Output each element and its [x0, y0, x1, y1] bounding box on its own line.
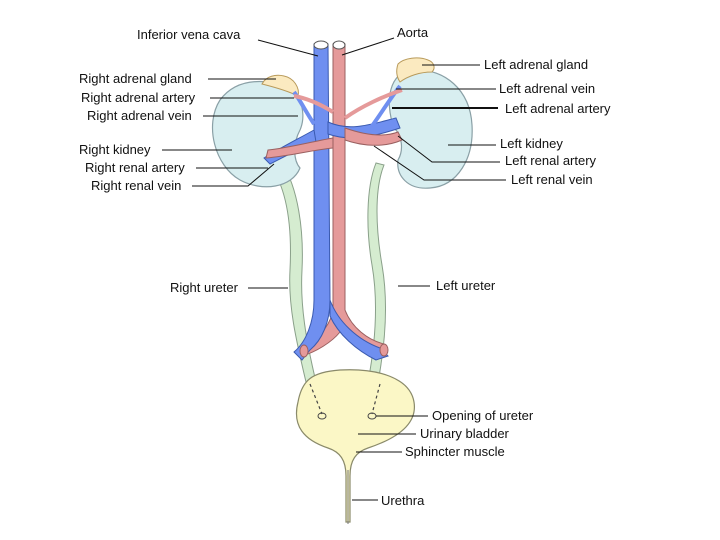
aorta-opening: [332, 40, 346, 50]
leader-aorta: [341, 37, 395, 56]
right-ureter-opening: [309, 383, 323, 415]
left-ureter-opening: [371, 383, 381, 415]
left-adrenal-gland: [396, 57, 435, 83]
label-left-kidney: Left kidney: [500, 136, 563, 151]
label-left-renal-vein: Left renal vein: [511, 172, 593, 187]
iliac-opening-left-artery: [299, 344, 309, 358]
label-urethra: Urethra: [381, 493, 425, 508]
iliac-opening-right-artery: [379, 343, 389, 357]
leader-lines: [162, 37, 506, 501]
label-opening-of-ureter: Opening of ureter: [432, 408, 534, 423]
opening-of-ureter-mark-right: [317, 412, 327, 420]
label-aorta: Aorta: [397, 25, 429, 40]
label-urinary-bladder: Urinary bladder: [420, 426, 510, 441]
label-right-adrenal-gland: Right adrenal gland: [79, 71, 192, 86]
right-renal-artery: [265, 137, 334, 159]
left-kidney: [388, 69, 473, 189]
right-adrenal-vein: [292, 90, 316, 126]
label-left-adrenal-artery: Left adrenal artery: [505, 101, 611, 116]
urinary-bladder: [296, 369, 415, 523]
left-adrenal-artery: [343, 88, 403, 120]
leader-right-renal-vein: [192, 163, 275, 187]
label-right-adrenal-vein: Right adrenal vein: [87, 108, 192, 123]
label-right-renal-artery: Right renal artery: [85, 160, 185, 175]
right-adrenal-gland: [261, 74, 299, 97]
leader-left-renal-vein: [373, 145, 506, 181]
label-sphincter-muscle: Sphincter muscle: [405, 444, 505, 459]
label-inferior-vena-cava: Inferior vena cava: [137, 27, 241, 42]
label-right-renal-vein: Right renal vein: [91, 178, 181, 193]
right-kidney: [212, 80, 304, 188]
label-right-ureter: Right ureter: [170, 280, 239, 295]
leader-left-renal-artery: [397, 135, 500, 163]
label-left-adrenal-gland: Left adrenal gland: [484, 57, 588, 72]
label-right-kidney: Right kidney: [79, 142, 151, 157]
label-left-renal-artery: Left renal artery: [505, 153, 597, 168]
label-left-adrenal-vein: Left adrenal vein: [499, 81, 595, 96]
right-adrenal-artery: [293, 94, 335, 114]
leader-inferior-vena-cava: [257, 39, 319, 57]
label-left-ureter: Left ureter: [436, 278, 496, 293]
left-renal-artery: [344, 127, 403, 146]
label-right-adrenal-artery: Right adrenal artery: [81, 90, 196, 105]
ivc-opening: [313, 40, 329, 50]
